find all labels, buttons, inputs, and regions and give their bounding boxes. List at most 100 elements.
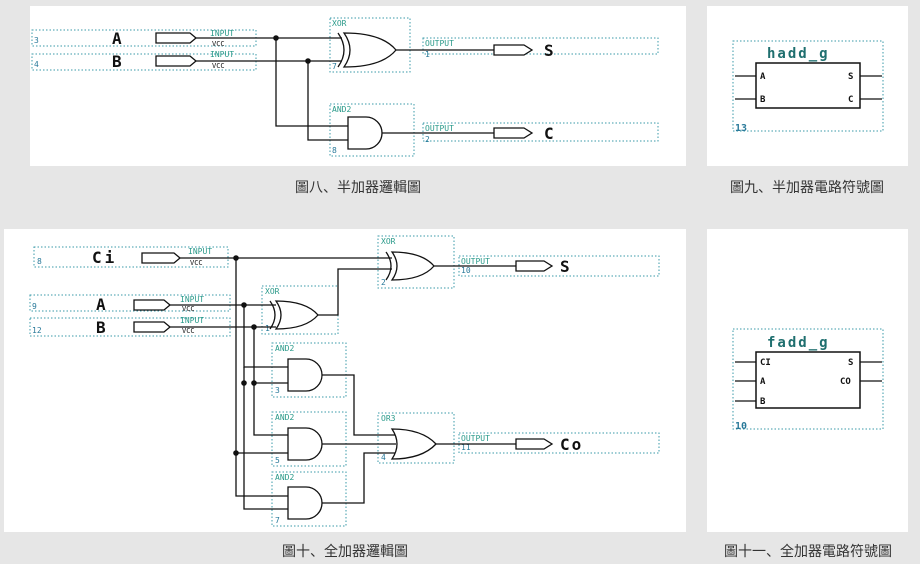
half-adder-symbol-diagram: hadd_g A B S C 13 [732,40,884,134]
xor-label: XOR [332,19,347,28]
junction-b [251,324,257,330]
wire-ci-bus [235,258,288,497]
input-a-number: 3 [34,36,39,45]
junction-b-and1 [251,380,257,386]
and-gate-box [329,103,415,157]
half-adder-logic-panel: 3 4 7 8 1 2 A B INPUT VCC INPUT VCC XOR … [30,6,686,166]
input-b-number: 4 [34,60,39,69]
and1-label: AND2 [275,344,294,353]
fadd-pin-b: B [760,397,766,407]
junction-ci [233,255,239,261]
output-s-number: 1 [425,50,430,59]
output-co-type: OUTPUT [461,434,490,443]
full-adder-symbol-panel: fadd_g CI A B S CO 10 [707,229,908,532]
fadd-pin-co: CO [840,377,851,387]
or-gate [390,428,437,460]
input-b-name: B [112,52,122,71]
xor-mid-gate [274,300,319,330]
hadd-pin-s: S [848,72,853,82]
or-label: OR3 [381,414,396,423]
input-a-type: INPUT [180,295,204,304]
junction-b [305,58,311,64]
full-adder-logic-diagram: 8 9 12 2 1 3 5 7 4 10 11 Ci A B INPUT VC… [29,235,660,527]
output-c-type: OUTPUT [425,124,454,133]
hadd-pin-a: A [760,72,766,82]
output-co-pin-shape [515,438,554,450]
hadd-title: hadd_g [767,46,830,62]
and3-box [271,471,347,527]
and3-gate [287,486,323,520]
input-ci-number: 8 [37,257,42,266]
xor-number: 7 [332,62,337,71]
input-a-name: A [96,295,106,314]
output-s-box [458,255,660,277]
input-ci-pin-shape [141,252,182,264]
hadd-number: 13 [735,123,747,134]
wire-xormid-xortop [318,268,392,316]
and-number: 8 [332,146,337,155]
hadd-pin-b: B [760,95,766,105]
hadd-block [755,62,861,109]
caption-full-logic: 圖十、全加器邏輯圖 [282,544,408,560]
input-ci-vcc: VCC [190,259,203,267]
input-b-type: INPUT [180,316,204,325]
output-s-pin-shape [493,44,534,56]
and-label: AND2 [332,105,351,114]
junction-a-and1 [241,380,247,386]
xor-back-curve [337,32,345,68]
output-co-box [458,432,660,454]
output-s-type: OUTPUT [425,39,454,48]
fadd-pin-ci: CI [760,358,771,368]
xor-top-label: XOR [381,237,396,246]
input-b-pin-shape [155,55,198,67]
input-a-pin-shape [155,32,198,44]
output-c-number: 2 [425,135,430,144]
output-co-number: 11 [461,443,471,452]
caption-half-symbol: 圖九、半加器電路符號圖 [730,180,884,196]
full-adder-logic-panel: 8 9 12 2 1 3 5 7 4 10 11 Ci A B INPUT VC… [4,229,686,532]
junction-a [273,35,279,41]
junction-a [241,302,247,308]
input-ci-box [33,246,229,268]
wire-b-and1 [253,327,288,384]
junction-ci-and2 [233,450,239,456]
input-ci-name: Ci [92,248,117,267]
input-a-box [29,294,231,312]
input-b-number: 12 [32,326,42,335]
input-a-name: A [112,29,122,48]
input-b-type: INPUT [210,50,234,59]
input-b-box [29,317,231,337]
full-adder-symbol-diagram: fadd_g CI A B S CO 10 [732,328,884,432]
wire-and3-or [322,452,396,504]
fadd-block [755,351,861,409]
output-s-type: OUTPUT [461,257,490,266]
xor-mid-number: 1 [265,324,270,333]
half-adder-symbol-panel: hadd_g A B S C 13 [707,6,908,166]
fadd-title: fadd_g [767,335,830,351]
xor-top-number: 2 [381,278,386,287]
output-co-name: Co [560,435,583,454]
wire-b-and [307,61,348,141]
wire-and1-or [322,374,396,436]
fadd-pin-lines [735,361,882,402]
input-a-pin-shape [133,299,172,311]
input-a-type: INPUT [210,29,234,38]
wire-a-and [275,38,348,127]
input-b-name: B [96,318,106,337]
xor-top-gate [390,251,435,281]
and3-number: 7 [275,516,280,525]
or-number: 4 [381,453,386,462]
and2-number: 5 [275,456,280,465]
output-s-pin-shape [515,260,554,272]
and3-label: AND2 [275,473,294,482]
xor-top-box [377,235,455,289]
input-a-vcc: VCC [182,305,195,313]
and2-label: AND2 [275,413,294,422]
caption-half-logic: 圖八、半加器邏輯圖 [295,180,421,196]
input-b-pin-shape [133,321,172,333]
wire-b-and2 [253,383,288,436]
xor-mid-label: XOR [265,287,280,296]
xor-gate [342,32,397,68]
and2-box [271,411,347,467]
and1-number: 3 [275,386,280,395]
